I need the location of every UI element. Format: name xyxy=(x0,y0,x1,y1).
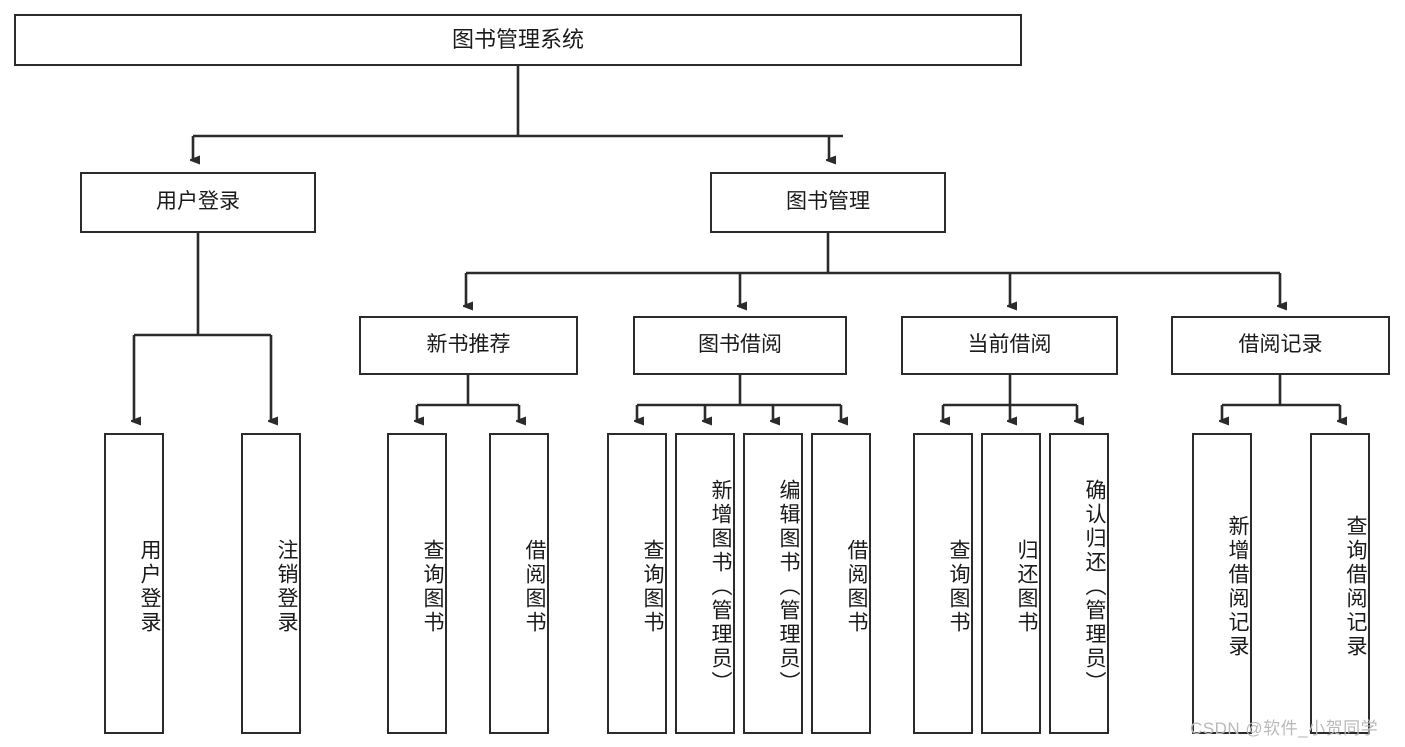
leaf-add-book-admin[interactable]: 新增图书（管理员） xyxy=(675,433,735,734)
leaf-user-login[interactable]: 用户登录 xyxy=(104,433,164,734)
node-label: 查询图书 xyxy=(641,538,664,635)
leaf-borrow-book-recommend[interactable]: 借阅图书 xyxy=(489,433,549,734)
leaf-borrow-book[interactable]: 借阅图书 xyxy=(811,433,871,734)
leaf-return-book[interactable]: 归还图书 xyxy=(981,433,1041,734)
node-current-borrow[interactable]: 当前借阅 xyxy=(901,316,1118,375)
node-label: 借阅图书 xyxy=(523,538,546,635)
node-label: 图书借阅 xyxy=(698,333,782,357)
leaf-query-book-borrow[interactable]: 查询图书 xyxy=(607,433,667,734)
node-new-book-recommend[interactable]: 新书推荐 xyxy=(359,316,578,375)
leaf-query-book-recommend[interactable]: 查询图书 xyxy=(387,433,447,734)
leaf-query-book-current[interactable]: 查询图书 xyxy=(913,433,973,734)
watermark-text: CSDN @软件_小贺同学 xyxy=(1190,719,1379,738)
leaf-edit-book-admin[interactable]: 编辑图书（管理员） xyxy=(743,433,803,734)
node-label: 借阅图书 xyxy=(845,538,868,635)
leaf-confirm-return-admin[interactable]: 确认归还（管理员） xyxy=(1049,433,1109,734)
node-user-login[interactable]: 用户登录 xyxy=(80,172,316,233)
leaf-logout-login[interactable]: 注销登录 xyxy=(241,433,301,734)
node-label: 查询图书 xyxy=(947,538,970,635)
node-label: 当前借阅 xyxy=(967,333,1052,357)
node-label: 用户登录 xyxy=(138,538,161,635)
node-label: 新书推荐 xyxy=(426,333,511,357)
node-label: 编辑图书（管理员） xyxy=(777,478,800,695)
node-label: 查询借阅记录 xyxy=(1344,514,1367,659)
node-label: 借阅记录 xyxy=(1238,333,1323,357)
node-label: 用户登录 xyxy=(156,190,240,214)
leaf-query-borrow-record[interactable]: 查询借阅记录 xyxy=(1310,433,1370,734)
leaf-add-borrow-record[interactable]: 新增借阅记录 xyxy=(1192,433,1252,734)
node-label: 确认归还（管理员） xyxy=(1083,478,1106,695)
node-borrow-record[interactable]: 借阅记录 xyxy=(1171,316,1390,375)
node-label: 归还图书 xyxy=(1015,538,1038,635)
node-root-system[interactable]: 图书管理系统 xyxy=(14,14,1022,66)
node-label: 查询图书 xyxy=(421,538,444,635)
node-book-management[interactable]: 图书管理 xyxy=(710,172,946,233)
node-label: 图书管理系统 xyxy=(451,27,584,53)
node-label: 图书管理 xyxy=(786,190,870,214)
node-book-borrow[interactable]: 图书借阅 xyxy=(633,316,847,375)
node-label: 新增图书（管理员） xyxy=(709,478,732,695)
node-label: 新增借阅记录 xyxy=(1226,514,1249,659)
node-label: 注销登录 xyxy=(275,538,298,635)
